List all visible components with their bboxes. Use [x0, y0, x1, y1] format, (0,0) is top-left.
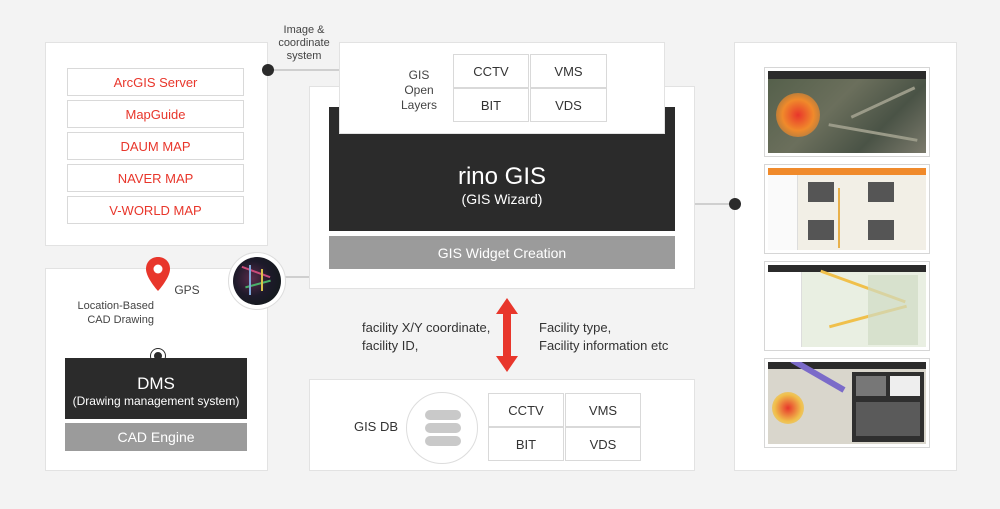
- layer-cell-bit: BIT: [453, 88, 529, 122]
- exchange-right-text: Facility type, Facility information etc: [539, 319, 699, 355]
- location-based-label-line1: Location-Based: [77, 300, 154, 312]
- db-cell-cctv: CCTV: [488, 393, 564, 427]
- screenshot-cctv-map: [764, 164, 930, 254]
- connector-label-line2: coordinate: [278, 37, 330, 49]
- dms-title: DMS: [137, 374, 175, 393]
- rino-gis-subtitle: (GIS Wizard): [461, 191, 543, 207]
- layer-cell-cctv: CCTV: [453, 54, 529, 88]
- gis-open-layers-title-line2: Open: [404, 83, 434, 97]
- location-based-label-line2: CAD Drawing: [87, 314, 154, 326]
- gis-open-layers-title-line1: GIS: [408, 68, 430, 82]
- layer-cell-vms: VMS: [530, 54, 607, 88]
- layer-cell-vds: VDS: [530, 88, 607, 122]
- connector-label-line3: system: [286, 50, 322, 62]
- source-arcgis-server: ArcGIS Server: [67, 68, 244, 96]
- connector-line-sources-to-layers: [268, 69, 340, 71]
- db-cell-bit: BIT: [488, 427, 564, 461]
- exchange-left-line1: facility X/Y coordinate,: [362, 320, 491, 335]
- bidirectional-arrow-icon: [496, 298, 518, 372]
- source-daum-map: DAUM MAP: [67, 132, 244, 160]
- connector-line-rino-to-screens: [695, 203, 735, 205]
- screenshot-dashboard-map: [764, 358, 930, 448]
- source-naver-map: NAVER MAP: [67, 164, 244, 192]
- gis-db-label: GIS DB: [353, 419, 399, 434]
- exchange-right-line2: Facility information etc: [539, 338, 669, 353]
- exchange-right-line1: Facility type,: [539, 320, 612, 335]
- database-icon: [406, 392, 478, 464]
- dms-box: DMS (Drawing management system): [65, 358, 247, 419]
- source-vworld-map: V-WORLD MAP: [67, 196, 244, 224]
- source-mapguide: MapGuide: [67, 100, 244, 128]
- screenshot-vector-map: [764, 261, 930, 351]
- screenshot-satellite-map: [764, 67, 930, 157]
- connector-label-line1: Image &: [283, 24, 325, 36]
- cad-engine-bar: CAD Engine: [65, 423, 247, 451]
- dms-subtitle: (Drawing management system): [72, 394, 240, 408]
- connector-dot-sources: [262, 64, 274, 76]
- gps-pin-icon: [146, 257, 170, 291]
- rino-gis-title: rino GIS: [457, 163, 547, 190]
- gis-open-layers-title: GIS Open Layers: [392, 68, 446, 113]
- connector-dot-screens: [729, 198, 741, 210]
- gps-label: GPS: [174, 283, 200, 297]
- cad-drawing-thumbnail: [228, 252, 286, 310]
- exchange-left-line2: facility ID,: [362, 338, 419, 353]
- gis-open-layers-title-line3: Layers: [400, 98, 438, 112]
- location-based-label: Location-Based CAD Drawing: [70, 299, 154, 327]
- db-cell-vms: VMS: [565, 393, 641, 427]
- gis-widget-creation-bar: GIS Widget Creation: [329, 236, 675, 269]
- db-cell-vds: VDS: [565, 427, 641, 461]
- connector-label: Image & coordinate system: [268, 24, 340, 63]
- exchange-left-text: facility X/Y coordinate, facility ID,: [362, 319, 502, 355]
